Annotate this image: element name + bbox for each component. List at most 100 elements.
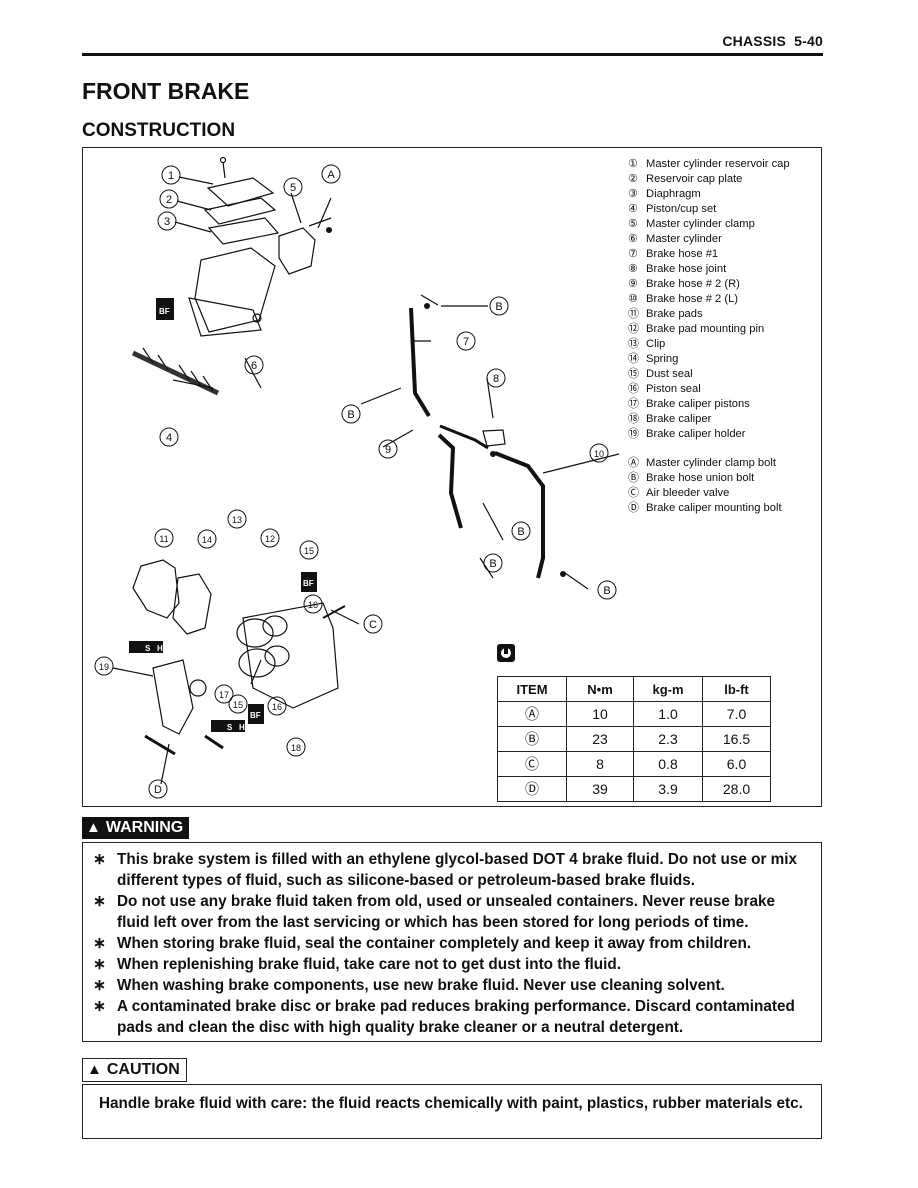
header-page: 5-40 <box>794 33 823 49</box>
callout-3: 3 <box>164 216 170 228</box>
table-cell: 7.0 <box>702 701 771 727</box>
legend-item: ⑤ Master cylinder clamp <box>628 217 790 232</box>
warning-item: ∗Do not use any brake fluid taken from o… <box>93 891 805 933</box>
legend-item: ② Reservoir cap plate <box>628 172 790 187</box>
column-header: kg-m <box>633 676 703 702</box>
grease-marker-h-2: H <box>239 723 245 732</box>
warning-text: When washing brake components, use new b… <box>117 977 725 994</box>
legend-symbol: ⑤ <box>628 218 638 230</box>
table-cell: 23 <box>566 726 634 752</box>
legend-symbol: Ⓐ <box>628 457 639 469</box>
callout-6: 6 <box>251 360 257 372</box>
table-cell: 28.0 <box>702 776 771 802</box>
legend-item: ⑥ Master cylinder <box>628 232 790 247</box>
caution-box: Handle brake fluid with care: the fluid … <box>82 1084 822 1139</box>
bullet-star: ∗ <box>93 851 106 868</box>
brake-fluid-marker-3 <box>248 704 264 724</box>
callout-13: 13 <box>232 515 242 525</box>
legend-symbol: ⑬ <box>628 338 639 350</box>
legend-text: Clip <box>646 338 666 350</box>
table-header-row: ITEM N•m kg-m lb-ft <box>497 676 771 702</box>
page-header: CHASSIS 5-40 <box>82 33 823 53</box>
callout-12: 12 <box>265 534 275 544</box>
bf-marker-text-2: BF <box>303 579 314 588</box>
legend-text: Brake caliper <box>646 413 712 425</box>
caliper-body-shape <box>242 602 339 709</box>
legend-text: Brake caliper pistons <box>646 398 750 410</box>
callout-1: 1 <box>168 170 174 182</box>
legend-text: Reservoir cap plate <box>646 173 743 185</box>
header-section: CHASSIS <box>722 33 786 49</box>
warning-item: ∗When replenishing brake fluid, take car… <box>93 954 805 975</box>
pad-left-shape <box>132 559 180 619</box>
hose-joint-shape <box>482 429 506 447</box>
table-cell: 3.9 <box>633 776 703 802</box>
column-header: N•m <box>566 676 634 702</box>
legend-symbol: Ⓓ <box>628 502 639 514</box>
header-rule <box>82 53 823 56</box>
grease-marker-1 <box>129 641 163 653</box>
legend-text: Piston/cup set <box>646 203 717 215</box>
warning-item: ∗ When storing brake fluid, seal the cont… <box>93 933 805 954</box>
table-cell: 8 <box>566 751 634 777</box>
legend-text: Master cylinder clamp bolt <box>646 457 776 469</box>
warning-text: When storing brake fluid, seal the conta… <box>117 935 752 952</box>
legend-symbol: ④ <box>628 203 638 215</box>
legend-symbol: ⑭ <box>628 353 639 365</box>
legend-symbol: ⑪ <box>628 308 639 320</box>
legend-text: Master cylinder clamp <box>646 218 755 230</box>
grease-marker-s-2: S <box>227 723 233 732</box>
table-cell: 1.0 <box>633 701 703 727</box>
callout-8: 8 <box>493 373 499 385</box>
warning-box: ∗ This brake system is filled with an eth… <box>82 842 822 1042</box>
bullet-star: ∗ <box>93 998 106 1015</box>
caution-text: Handle brake fluid with care: the fluid … <box>99 1095 803 1112</box>
legend-symbol: ③ <box>628 188 638 200</box>
brake-fluid-marker-2 <box>301 572 317 592</box>
bf-marker-text-1: BF <box>159 307 170 316</box>
grease-marker-h-1: H <box>157 644 163 653</box>
brake-fluid-marker-1 <box>156 298 174 320</box>
legend-text: Master cylinder <box>646 233 722 245</box>
legend-text: Brake hose # 2 (R) <box>646 278 740 290</box>
callout-15: 15 <box>304 546 314 556</box>
table-cell: Ⓓ <box>497 776 567 802</box>
callout-D: D <box>154 784 162 796</box>
legend-symbol: ⑲ <box>628 428 639 440</box>
table-cell: Ⓐ <box>497 701 567 727</box>
warning-item: ∗ This brake system is filled with an eth… <box>93 849 805 891</box>
grease-marker-s-1: S <box>145 644 151 653</box>
table-row: Ⓓ 39 3.9 28.0 <box>497 776 771 802</box>
legend-text: Brake pad mounting pin <box>646 323 765 335</box>
bf-marker-text-3: BF <box>250 711 261 720</box>
construction-figure: BF BF BF S H S H 1 2 3 <box>82 147 822 807</box>
legend-symbol: ② <box>628 173 638 185</box>
table-cell: 16.5 <box>702 726 771 752</box>
table-cell: 6.0 <box>702 751 771 777</box>
callout-7: 7 <box>463 336 469 348</box>
column-header: ITEM <box>497 676 567 702</box>
table-cell: Ⓑ <box>497 726 567 752</box>
section-subtitle: CONSTRUCTION <box>82 120 236 141</box>
bullet-star: ∗ <box>93 935 106 952</box>
legend-text: Master cylinder reservoir cap <box>646 158 790 170</box>
caution-label-text: CAUTION <box>106 1061 180 1078</box>
warning-text: This brake system is filled with an ethy… <box>117 851 798 889</box>
warning-text: When replenishing brake fluid, take care… <box>117 956 621 973</box>
header-text: CHASSIS 5-40 <box>722 33 823 49</box>
master-cylinder-clamp-shape <box>278 227 316 275</box>
legend-symbol: ⑥ <box>628 233 638 245</box>
callout-15b: 15 <box>233 700 243 710</box>
legend-symbol: Ⓒ <box>628 487 639 499</box>
warning-text: Do not use any brake fluid taken from ol… <box>117 893 775 931</box>
legend-text: Brake hose joint <box>646 263 727 275</box>
table-cell: 2.3 <box>633 726 703 752</box>
callout-5: 5 <box>290 182 296 194</box>
